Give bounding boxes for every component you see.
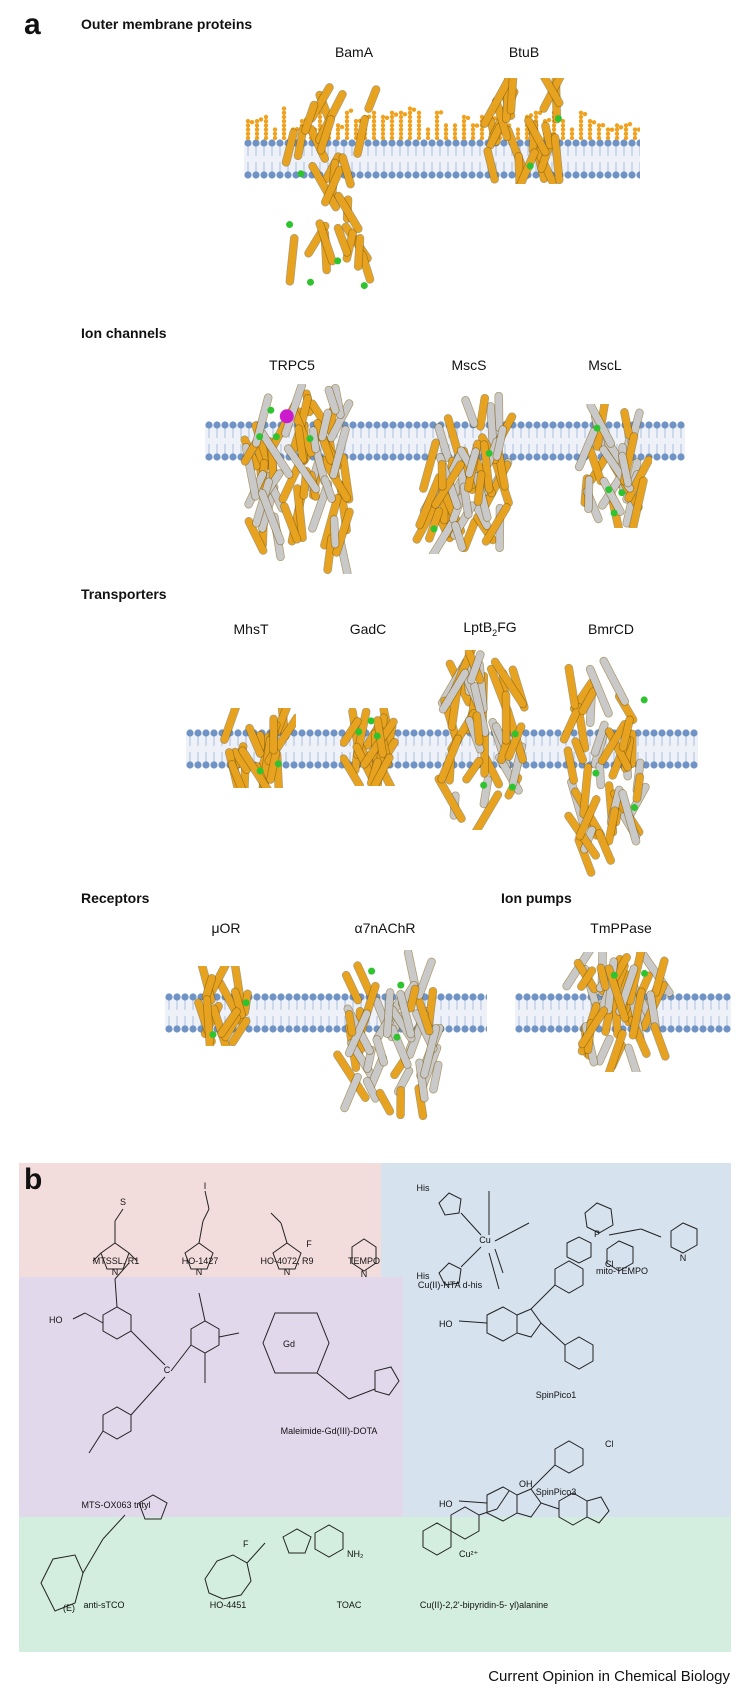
atom-n-tempo: N [361, 1269, 368, 1279]
journal-credit: Current Opinion in Chemical Biology [488, 1668, 730, 1685]
protein-lptb2fg [434, 650, 529, 830]
atom-cu-bipy: Cu²⁺ [459, 1549, 479, 1559]
panel-b-letter: b [24, 1163, 43, 1196]
atom-n-ho4072: N [284, 1267, 291, 1277]
box-pink [19, 1163, 381, 1277]
atom-ho-trityl: HO [49, 1315, 63, 1325]
protein-gadc [340, 708, 399, 786]
compound-label-toac: TOAC [336, 1600, 362, 1610]
protein-muor [194, 966, 252, 1046]
protein-name-muor: μOR [211, 920, 241, 936]
panel-a-letter: a [24, 8, 41, 41]
atom-n-ho1427: N [196, 1267, 203, 1277]
section-title-receptors: Receptors [81, 890, 150, 906]
protein-btub [480, 78, 565, 184]
atom-f-ho4072: F [306, 1239, 312, 1249]
protein-mscs [412, 392, 517, 554]
atom-cl-spinpico3: Cl [605, 1439, 614, 1449]
section-title-omp: Outer membrane proteins [81, 16, 253, 32]
section-title-transporters: Transporters [81, 586, 167, 602]
protein-name-bmrcd: BmrCD [588, 621, 634, 637]
compound-structures: N S N I N F N Cu His His P N C HO Gd HO … [40, 1181, 698, 1613]
atom-n-mtssl: N [112, 1267, 119, 1277]
atom-s-mtssl: S [120, 1197, 126, 1207]
compound-label-mito-tempo: mito-TEMPO [595, 1266, 648, 1276]
protein-a7nachr [333, 950, 444, 1121]
compound-label-cu-nta: Cu(II)-NTA d-his [417, 1280, 483, 1290]
compound-label-spinpico1: SpinPico1 [535, 1390, 577, 1400]
atom-cl-spinpico1: Cl [605, 1259, 614, 1269]
atom-nh2-toac: NH₂ [347, 1549, 364, 1559]
atom-c-trityl: C [164, 1365, 171, 1375]
atom-n-mito: N [680, 1253, 687, 1263]
protein-name-gadc: GadC [349, 621, 387, 637]
atom-i-ho1427: I [204, 1181, 207, 1191]
protein-name-lptb2fg: LptB2FG [463, 619, 517, 638]
box-blue-lower [403, 1277, 731, 1517]
protein-name-trpc5: TRPC5 [269, 357, 315, 373]
box-green [19, 1517, 731, 1652]
compound-label-tempo: TEMPO [347, 1256, 380, 1266]
compound-label-anti-stco: anti-sTCO [83, 1600, 125, 1610]
atom-p-mito: P [594, 1229, 600, 1239]
compound-label-ho4451: HO-4451 [209, 1600, 247, 1610]
compound-label-trityl: MTS-OX063 trityl [81, 1500, 151, 1510]
atom-cu-nta: Cu [479, 1235, 491, 1245]
compound-label-mtssl: MTSSL, R1 [92, 1256, 140, 1266]
atom-e: (E) [63, 1603, 75, 1613]
compound-label-gd-dota: Maleimide-Gd(III)-DOTA [280, 1426, 378, 1436]
atom-oh-bipy: OH [519, 1479, 533, 1489]
atom-his2: His [417, 1271, 430, 1281]
protein-mhst [220, 708, 296, 788]
atom-gd: Gd [283, 1339, 295, 1349]
atom-his1: His [417, 1183, 430, 1193]
protein-bmrcd [559, 656, 650, 877]
compound-label-ho4072: HO-4072, R9 [260, 1256, 314, 1266]
protein-name-mscs: MscS [451, 357, 487, 373]
protein-bama [281, 83, 381, 290]
atom-ho-spinpico1: HO [439, 1319, 453, 1329]
compound-label-cu-bipy: Cu(II)-2,2'-bipyridin-5- yl)alanine [419, 1600, 549, 1610]
atom-f-ho4451: F [243, 1539, 249, 1549]
protein-name-bama: BamA [334, 44, 374, 60]
compound-label-spinpico3: SpinPico3 [535, 1487, 577, 1497]
compound-label-ho1427: HO-1427 [181, 1256, 219, 1266]
protein-name-tmppase: TmPPase [590, 920, 652, 936]
protein-name-btub: BtuB [508, 44, 540, 60]
section-title-ion-pumps: Ion pumps [501, 890, 572, 906]
atom-ho-spinpico3: HO [439, 1499, 453, 1509]
box-purple [19, 1277, 403, 1517]
protein-trpc5 [240, 384, 354, 574]
protein-tmppase [562, 952, 674, 1072]
protein-name-a7nachr: α7nAChR [354, 920, 416, 936]
protein-name-mhst: MhsT [233, 621, 269, 637]
protein-mscl [574, 404, 652, 528]
membrane-omp [244, 139, 640, 179]
section-title-ion-channels: Ion channels [81, 325, 167, 341]
protein-name-mscl: MscL [588, 357, 622, 373]
